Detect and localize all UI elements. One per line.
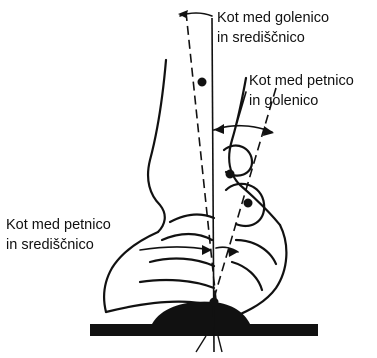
label-shank-midline-line1: Kot med golenico	[217, 8, 329, 28]
label-heel-shank-line2: in golenico	[249, 91, 354, 111]
label-shank-midline-line2: in središčnico	[217, 28, 329, 48]
heel-outline	[236, 225, 286, 316]
foot-dorsum	[104, 232, 158, 312]
shank-lower-dot	[226, 170, 235, 179]
shank-upper-dot	[198, 78, 207, 87]
heel-pad	[152, 302, 250, 324]
arch-line-3	[150, 259, 214, 266]
arch-line-4	[140, 280, 214, 288]
label-heel-shank-angle: Kot med petnico in golenico	[249, 71, 354, 111]
heel-upper-dot	[244, 199, 253, 208]
arrow-heel-shank-right	[263, 126, 274, 136]
label-heel-midline-line2: in središčnico	[6, 235, 111, 255]
label-heel-midline-angle: Kot med petnico in središčnico	[6, 215, 111, 255]
heel-lower-dot	[210, 298, 219, 307]
ground-plate	[90, 324, 318, 336]
arch-line-2	[162, 234, 212, 240]
ground-axis-left	[196, 336, 206, 352]
leg-outline-left	[148, 60, 166, 232]
heel-shank-leader	[236, 92, 246, 126]
label-heel-shank-line1: Kot med petnico	[249, 71, 354, 91]
label-heel-midline-line1: Kot med petnico	[6, 215, 111, 235]
heel-axis	[212, 88, 276, 305]
ground-axis-right	[218, 336, 222, 352]
label-shank-midline-angle: Kot med golenico in središčnico	[217, 8, 329, 48]
heel-inner-line	[232, 262, 262, 290]
heel-pad-line	[236, 240, 276, 264]
heel-midline-leader	[140, 247, 210, 250]
